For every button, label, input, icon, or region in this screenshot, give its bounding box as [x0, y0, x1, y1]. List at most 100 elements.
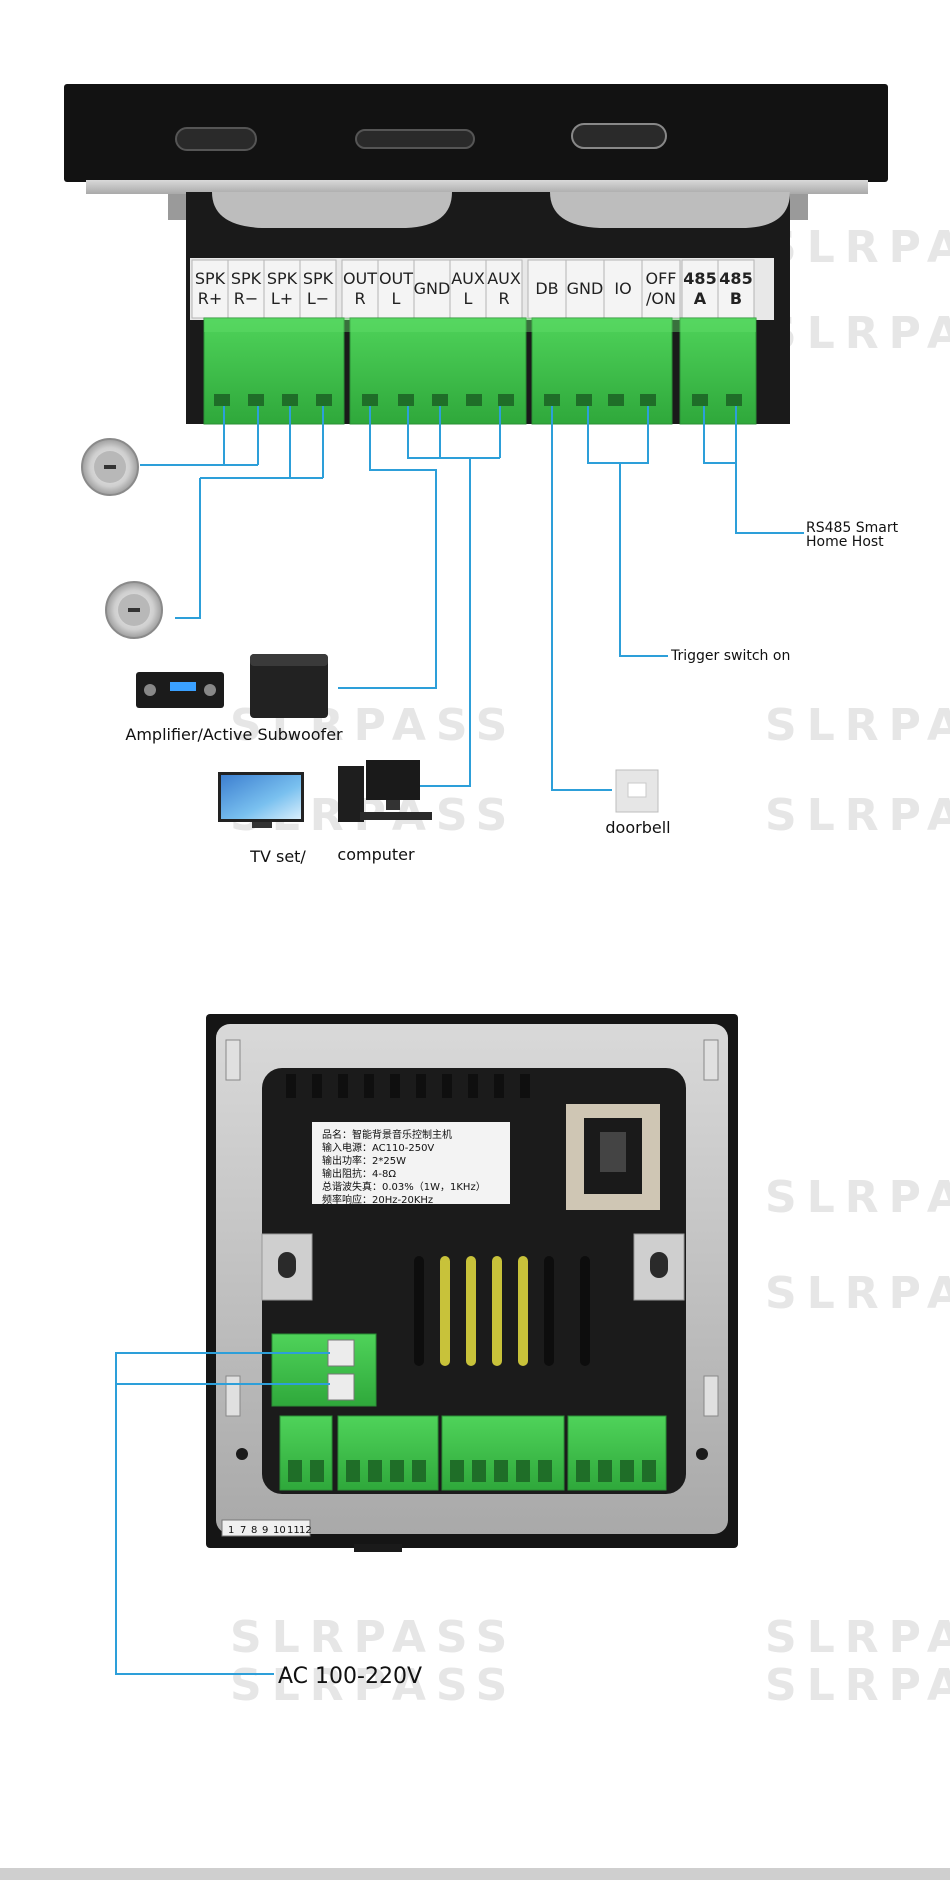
monitor-stand [386, 800, 400, 810]
terminal-cell [299, 259, 337, 319]
side-clip [790, 194, 808, 220]
spec-line: 品名：智能背景音乐控制主机 [322, 1128, 452, 1141]
center-vents [414, 1256, 590, 1366]
aluminum-plate-edge [86, 180, 868, 194]
pin-number: 12 [299, 1525, 312, 1536]
terminal-label: SPK [303, 269, 334, 288]
terminal-label: L [392, 289, 401, 308]
terminal-label: GND [567, 279, 604, 298]
spec-line: 频率响应：20Hz-20KHz [322, 1193, 433, 1206]
trigger-label: Trigger switch on [670, 648, 790, 664]
ceiling-speaker-1 [81, 438, 139, 496]
terminal-cell [527, 259, 567, 319]
terminal-block [349, 317, 527, 425]
pin-number: 9 [262, 1525, 268, 1536]
tv-screen [221, 775, 301, 819]
keyboard-icon [360, 812, 432, 820]
speaker-r-wire [140, 406, 259, 466]
plate-clip [703, 1039, 719, 1081]
tv-label: TV set/ [249, 847, 306, 866]
terminal-cell [641, 259, 681, 319]
computer-monitor-icon [366, 760, 420, 800]
subwoofer-top [250, 654, 328, 666]
doorbell-button [627, 782, 647, 798]
pin-number: 7 [240, 1525, 246, 1536]
watermark-text: SLRPASS [765, 308, 950, 359]
mounting-bracket [212, 192, 452, 228]
power-label: AC 100-220V [278, 1664, 422, 1689]
amplifier-knob [204, 684, 216, 696]
trigger-wire [587, 406, 668, 657]
speaker-l-wire [175, 406, 324, 619]
plate-clip [225, 1039, 241, 1081]
terminal-cell [449, 259, 487, 319]
rs485-label: Home Host [806, 534, 884, 550]
mounting-bracket [550, 192, 790, 228]
terminal-label: 485 [683, 269, 716, 288]
plate-screw [696, 1448, 708, 1460]
terminal-label: GND [414, 279, 451, 298]
terminal-label: R [354, 289, 365, 308]
pin-number: 8 [251, 1525, 257, 1536]
panel-front-glass [64, 84, 888, 182]
terminal-label: AUX [487, 269, 521, 288]
terminal-block [279, 1415, 333, 1491]
subwoofer-icon [250, 654, 328, 718]
rj45-contacts [600, 1132, 626, 1172]
pin-number: 10 [273, 1525, 286, 1536]
terminal-label: 485 [719, 269, 752, 288]
speaker-mark [128, 608, 140, 612]
mount-hole [278, 1252, 296, 1278]
terminal-block-highlight [204, 318, 756, 332]
panel-rear-view: 品名：智能背景音乐控制主机 输入电源：AC110-250V 输出功率：2*25W… [206, 1014, 738, 1552]
terminal-block [203, 317, 345, 425]
screw-holes [214, 394, 742, 406]
amp-wire [338, 469, 437, 689]
port-slot [175, 127, 257, 151]
terminal-label: OUT [343, 269, 377, 288]
plate-clip [225, 1375, 241, 1417]
spec-line: 总谐波失真：0.03%（1W，1KHz） [322, 1180, 486, 1193]
terminal-label: AUX [451, 269, 485, 288]
terminal-label: L+ [271, 289, 293, 308]
bottom-divider [0, 1868, 950, 1880]
watermark-text: SLRPASS [765, 222, 950, 273]
terminal-cell [717, 259, 755, 319]
terminal-label: B [730, 289, 742, 308]
watermark-text: SLRPASS [765, 1268, 950, 1319]
terminal-label: DB [535, 279, 558, 298]
bottom-tab [354, 1544, 402, 1552]
wiring-lines-top [140, 406, 804, 791]
tv-group: TV set/ [218, 772, 306, 866]
pin-number: 1 [228, 1525, 234, 1536]
terminal-label: SPK [195, 269, 226, 288]
spec-line: 输入电源：AC110-250V [322, 1141, 434, 1154]
terminal-label: R [498, 289, 509, 308]
plate-screw [236, 1448, 248, 1460]
rs485-wire [703, 406, 804, 534]
amplifier-label: Amplifier/Active Subwoofer [125, 725, 343, 744]
terminal-label: /ON [646, 289, 676, 308]
side-clip [168, 194, 186, 220]
terminal-block [679, 317, 757, 425]
watermark-text: SLRPASS [230, 1660, 517, 1711]
ceiling-speaker-2 [105, 581, 163, 639]
doorbell-group: doorbell [605, 769, 671, 837]
rs485-label: RS485 Smart [806, 520, 899, 536]
terminal-label: OFF [646, 269, 677, 288]
terminal-label: SPK [231, 269, 262, 288]
power-terminal-block [271, 1333, 377, 1407]
watermark-text: SLRPASS [765, 1612, 950, 1663]
tv-stand [252, 822, 272, 828]
terminal-label: IO [614, 279, 631, 298]
terminal-label: L− [307, 289, 329, 308]
terminal-cell [377, 259, 415, 319]
pin-number: 11 [287, 1525, 300, 1536]
top-vents [286, 1074, 530, 1098]
aux-wire [420, 458, 471, 787]
terminal-label: R− [234, 289, 259, 308]
speaker-mark [104, 465, 116, 469]
terminal-labels: SPK R+ SPK R− SPK L+ SPK L− OUT R OUT L … [191, 259, 755, 319]
